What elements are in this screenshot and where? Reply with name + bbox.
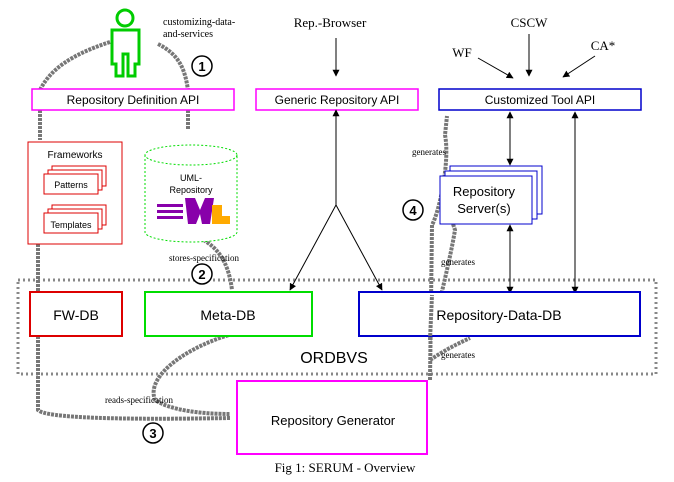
customized-tool-api-label: Customized Tool API	[485, 93, 596, 107]
svg-text:3: 3	[149, 426, 156, 441]
svg-text:Repository: Repository	[453, 184, 516, 199]
svg-text:Templates: Templates	[50, 220, 92, 230]
svg-text:Patterns: Patterns	[54, 180, 88, 190]
ca-label: CA*	[591, 38, 616, 53]
generates-label-2: generates	[441, 257, 475, 267]
frameworks-label: Frameworks	[47, 150, 102, 161]
fw-db-box	[29, 291, 123, 337]
meta-db-label: Meta-DB	[200, 307, 255, 323]
svg-text:1: 1	[198, 59, 205, 74]
repository-server-stack: Repository Server(s)	[439, 165, 543, 225]
uml-logo-icon	[157, 198, 230, 224]
svg-text:Server(s): Server(s)	[457, 201, 510, 216]
generates-label-1: generates	[412, 147, 446, 157]
step-4-badge: 4	[402, 199, 424, 221]
wf-label: WF	[452, 45, 472, 60]
ordbvs-container	[16, 278, 658, 376]
patterns-stack: Patterns	[43, 165, 107, 195]
repository-generator-label: Repository Generator	[271, 413, 396, 428]
rep-browser-label: Rep.-Browser	[294, 15, 367, 30]
customized-tool-api-box	[438, 88, 642, 111]
customizing-label-2: and-services	[163, 29, 213, 40]
customizing-label: customizing-data-	[163, 17, 235, 28]
cscw-label: CSCW	[511, 15, 549, 30]
repository-data-db-box	[358, 291, 641, 337]
fw-db-label: FW-DB	[53, 307, 99, 323]
uml-repository-cylinder: UML- Repository	[144, 144, 238, 243]
svg-text:2: 2	[198, 267, 205, 282]
figure-caption: Fig 1: SERUM - Overview	[275, 460, 416, 475]
svg-text:UML-: UML-	[180, 173, 202, 183]
meta-db-box	[144, 291, 313, 337]
stores-specification-label: stores-specification	[169, 253, 239, 263]
step-3-badge: 3	[142, 422, 164, 444]
reads-specification-label: reads-specification	[105, 395, 173, 405]
repository-definition-api-box	[31, 88, 235, 111]
templates-stack: Templates	[43, 204, 107, 234]
svg-text:Repository: Repository	[169, 185, 213, 195]
repository-definition-api-label: Repository Definition API	[67, 93, 200, 107]
user-actor-icon	[110, 8, 141, 78]
repository-data-db-label: Repository-Data-DB	[436, 307, 561, 323]
step-1-badge: 1	[191, 55, 213, 77]
svg-text:4: 4	[409, 203, 417, 218]
generates-label-3: generates	[441, 350, 475, 360]
ordbvs-label: ORDBVS	[300, 350, 368, 367]
generic-repository-api-label: Generic Repository API	[275, 93, 400, 107]
step-2-badge: 2	[191, 263, 213, 285]
repository-generator-box	[236, 380, 428, 455]
